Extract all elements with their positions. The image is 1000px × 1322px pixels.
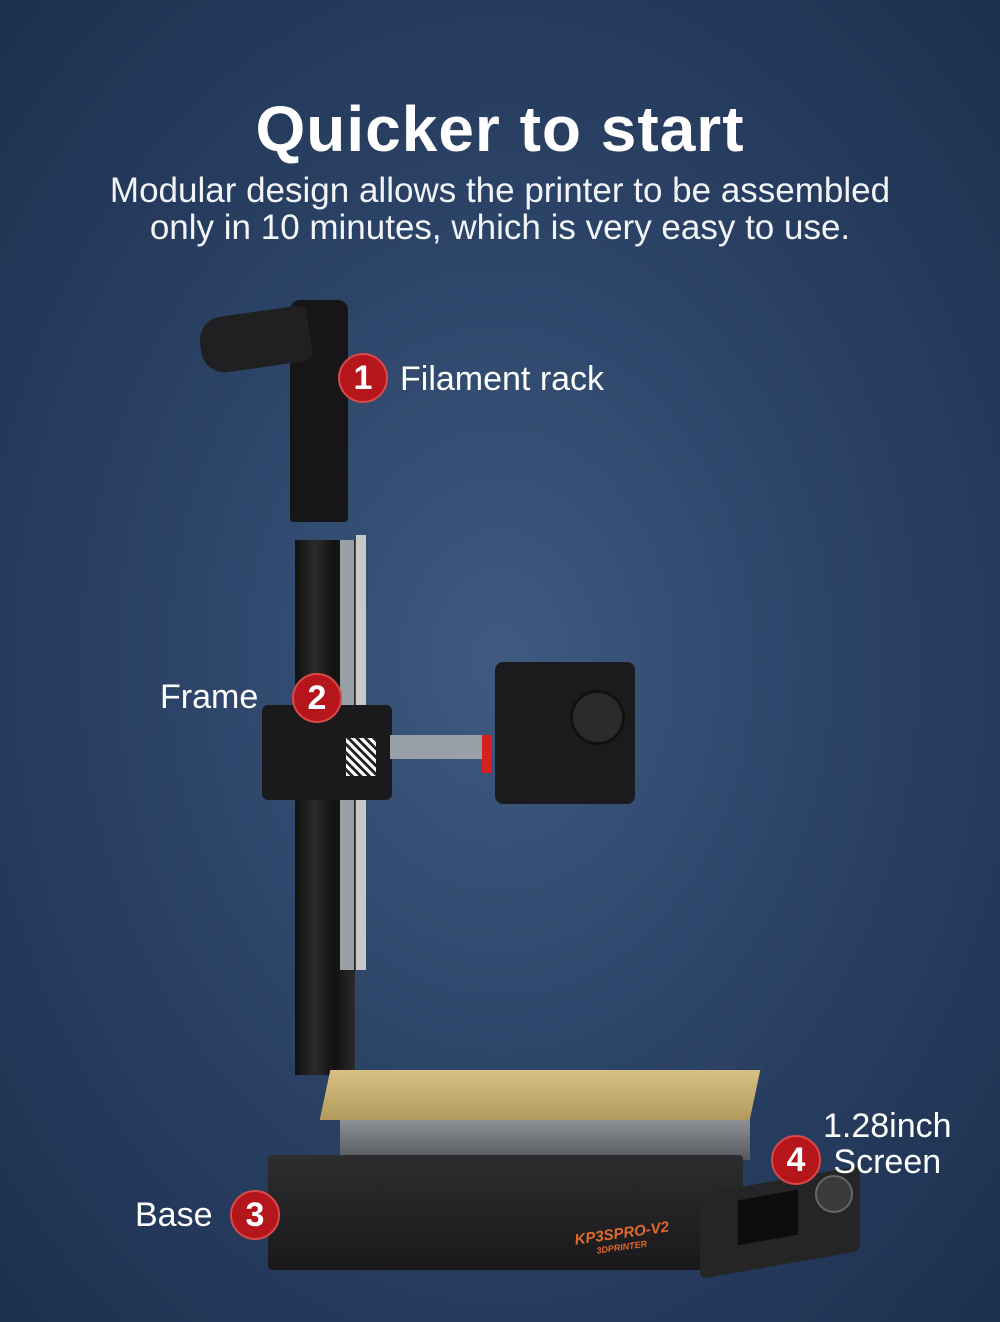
print-bed <box>319 1070 761 1120</box>
subtitle-line-2: only in 10 minutes, which is very easy t… <box>149 208 851 247</box>
callout-badge-3: 3 <box>230 1190 280 1240</box>
x-rail <box>390 735 490 759</box>
qr-code <box>346 738 376 776</box>
callout-label-filament-rack: Filament rack <box>400 360 605 398</box>
subtitle-line-1: Modular design allows the printer to be … <box>109 171 891 210</box>
base-rails <box>340 1120 750 1160</box>
callout-label-screen: 1.28inch Screen <box>823 1108 952 1180</box>
callout-badge-2: 2 <box>292 673 342 723</box>
callout-badge-4: 4 <box>771 1135 821 1185</box>
toolhead-fan <box>570 690 625 745</box>
screen-label: Screen <box>833 1143 942 1181</box>
callout-badge-1: 1 <box>338 353 388 403</box>
callout-label-base: Base <box>135 1196 213 1234</box>
base-body <box>268 1155 743 1270</box>
control-knob <box>815 1175 853 1213</box>
page-title: Quicker to start <box>255 93 745 165</box>
screen-size: 1.28inch <box>823 1107 952 1145</box>
callout-label-frame: Frame <box>160 678 259 716</box>
subtitle: Modular design allows the printer to be … <box>0 172 1000 246</box>
x-rail-end <box>482 735 492 773</box>
